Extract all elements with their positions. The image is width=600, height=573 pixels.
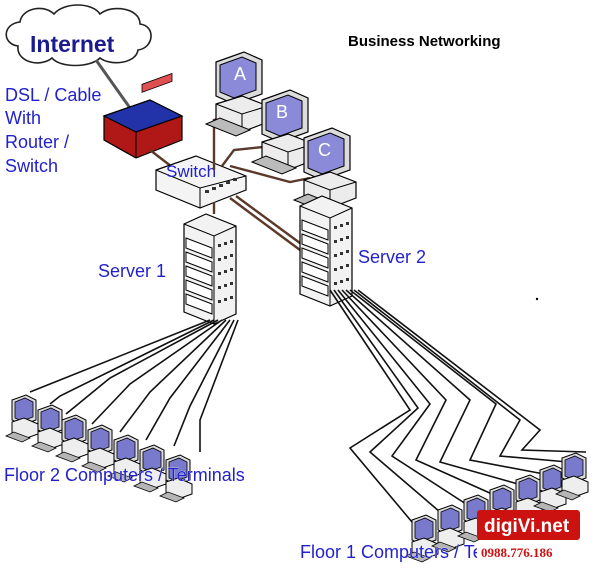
router-label-line: With xyxy=(5,108,41,128)
router-label-line: Router / xyxy=(5,132,69,152)
internet-label: Internet xyxy=(30,31,115,57)
watermark-phone-bg xyxy=(477,542,580,562)
server-1-label: Server 1 xyxy=(98,261,166,281)
watermark: digiVi.net 0988.776.186 xyxy=(477,510,580,562)
router-label-line: Switch xyxy=(5,156,58,176)
server-icon xyxy=(183,213,237,325)
server-2-label: Server 2 xyxy=(358,247,426,267)
router-label-line: DSL / Cable xyxy=(5,85,101,105)
watermark-brand-bg xyxy=(477,510,580,540)
workstation-letter: A xyxy=(234,64,246,84)
stray-dot xyxy=(535,297,539,301)
cloud-icon xyxy=(5,4,152,67)
floor-2-label: Floor 2 Computers / Terminals xyxy=(4,465,245,485)
workstation-letter: B xyxy=(276,102,288,122)
floor-2-terminals xyxy=(5,394,193,503)
watermark-phone: 0988.776.186 xyxy=(481,545,553,560)
terminal-icon xyxy=(5,394,39,443)
server-icon xyxy=(299,195,353,307)
switch-icon xyxy=(155,155,247,209)
floor-2-cables xyxy=(29,319,239,452)
watermark-brand: digiVi.net xyxy=(484,516,570,537)
floor-1-cables xyxy=(329,289,587,523)
router-icon xyxy=(102,72,184,159)
diagram-title: Business Networking xyxy=(348,33,501,50)
workstation-letter: C xyxy=(318,140,331,160)
switch-label: Switch xyxy=(166,162,216,181)
router-label: DSL / Cable With Router / Switch xyxy=(5,85,106,176)
